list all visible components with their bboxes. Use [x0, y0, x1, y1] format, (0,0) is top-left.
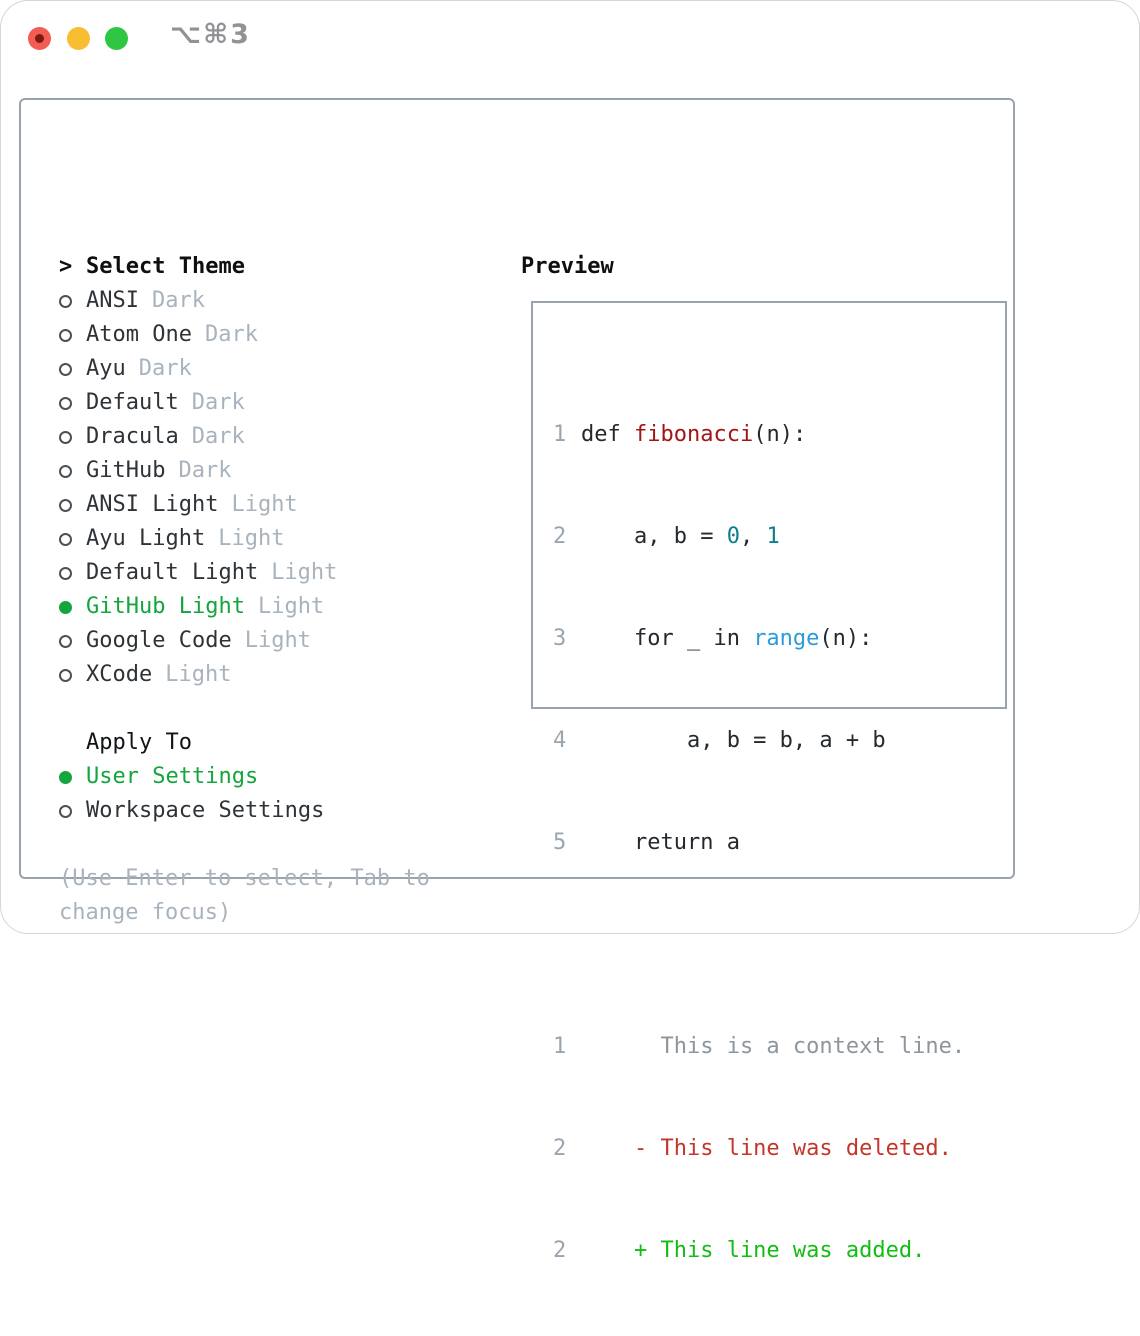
theme-name: Default — [86, 390, 179, 415]
radio-icon — [59, 362, 72, 376]
line-number: 2 — [553, 524, 567, 549]
theme-name: GitHub Light — [86, 594, 245, 619]
theme-variant: Dark — [178, 458, 232, 483]
theme-option-google-code-light[interactable]: Google Code Light — [59, 624, 430, 658]
apply-option-label: User Settings — [86, 764, 259, 789]
code-line: 3 for _ in range(n): — [553, 622, 1005, 656]
theme-option-dracula-dark[interactable]: Dracula Dark — [59, 420, 430, 454]
radio-icon — [59, 464, 72, 478]
theme-option-ansi-dark[interactable]: ANSI Dark — [59, 284, 430, 318]
apply-option-label: Workspace Settings — [86, 798, 325, 823]
theme-variant: Dark — [151, 288, 205, 313]
theme-name: Google Code — [86, 628, 232, 653]
theme-variant: Light — [244, 628, 311, 653]
line-number: 4 — [553, 728, 567, 753]
number-token: 1 — [766, 524, 780, 549]
theme-variant: Dark — [191, 390, 245, 415]
list-header: Select Theme — [86, 254, 245, 279]
code-line: 4 a, b = b, a + b — [553, 724, 1005, 758]
theme-option-ayu-dark[interactable]: Ayu Dark — [59, 352, 430, 386]
radio-selected-icon — [59, 770, 72, 784]
radio-icon — [59, 566, 72, 580]
radio-icon — [59, 634, 72, 648]
radio-icon — [59, 396, 72, 410]
radio-icon — [59, 430, 72, 444]
number-token: 0 — [726, 524, 740, 549]
theme-variant: Light — [271, 560, 338, 585]
theme-variant: Dark — [204, 322, 258, 347]
theme-name: ANSI Light — [86, 492, 219, 517]
theme-option-atom-one-dark[interactable]: Atom One Dark — [59, 318, 430, 352]
line-number: 1 — [553, 1034, 567, 1059]
radio-selected-icon — [59, 600, 72, 614]
line-number: 5 — [553, 830, 567, 855]
builtin-token: range — [753, 626, 820, 651]
theme-option-ansi-light[interactable]: ANSI Light Light — [59, 488, 430, 522]
code-line: 5 return a — [553, 826, 1005, 860]
blank-line — [553, 928, 1005, 962]
theme-name: ANSI — [86, 288, 139, 313]
theme-name: GitHub — [86, 458, 166, 483]
window-title: ⌥⌘3 — [170, 19, 251, 50]
radio-icon — [59, 294, 72, 308]
radio-icon — [59, 328, 72, 342]
radio-icon — [59, 668, 72, 682]
theme-name: Ayu — [86, 356, 126, 381]
theme-variant: Light — [218, 526, 285, 551]
diff-deleted-line: 2 - This line was deleted. — [553, 1132, 1005, 1166]
theme-name: XCode — [86, 662, 153, 687]
theme-name: Atom One — [86, 322, 192, 347]
theme-option-github-dark[interactable]: GitHub Dark — [59, 454, 430, 488]
radio-icon — [59, 804, 72, 818]
theme-option-github-light[interactable]: GitHub Light Light — [59, 590, 430, 624]
prompt-arrow-icon: > — [59, 254, 73, 279]
theme-option-xcode-light[interactable]: XCode Light — [59, 658, 430, 692]
line-number: 2 — [553, 1136, 567, 1161]
theme-option-default-dark[interactable]: Default Dark — [59, 386, 430, 420]
theme-option-default-light[interactable]: Default Light Light — [59, 556, 430, 590]
theme-name: Default Light — [86, 560, 259, 585]
line-number: 2 — [553, 1238, 567, 1263]
help-text-line-1: (Use Enter to select, Tab to — [59, 866, 430, 891]
theme-option-ayu-light[interactable]: Ayu Light Light — [59, 522, 430, 556]
close-button[interactable] — [28, 27, 51, 50]
apply-to-header: Apply To — [86, 730, 192, 755]
apply-option-user-settings[interactable]: User Settings — [59, 760, 430, 794]
zoom-button[interactable] — [105, 27, 128, 50]
diff-context-line: 1 This is a context line. — [553, 1030, 1005, 1064]
theme-name: Ayu Light — [86, 526, 206, 551]
line-number: 3 — [553, 626, 567, 651]
theme-name: Dracula — [86, 424, 179, 449]
apply-option-workspace-settings[interactable]: Workspace Settings — [59, 794, 430, 828]
radio-icon — [59, 532, 72, 546]
preview-header: Preview — [521, 254, 614, 279]
select-theme-header: > Select Theme — [59, 250, 430, 284]
theme-variant: Dark — [191, 424, 245, 449]
function-name-token: fibonacci — [633, 422, 754, 447]
theme-variant: Light — [231, 492, 298, 517]
code-line: 2 a, b = 0, 1 — [553, 520, 1005, 554]
radio-icon — [59, 498, 72, 512]
theme-variant: Light — [257, 594, 325, 619]
diff-added-line: 2 + This line was added. — [553, 1234, 1005, 1268]
theme-variant: Dark — [138, 356, 192, 381]
minimize-button[interactable] — [67, 27, 90, 50]
help-text-line-2: change focus) — [59, 900, 232, 925]
theme-variant: Light — [165, 662, 232, 687]
line-number: 1 — [553, 422, 567, 447]
